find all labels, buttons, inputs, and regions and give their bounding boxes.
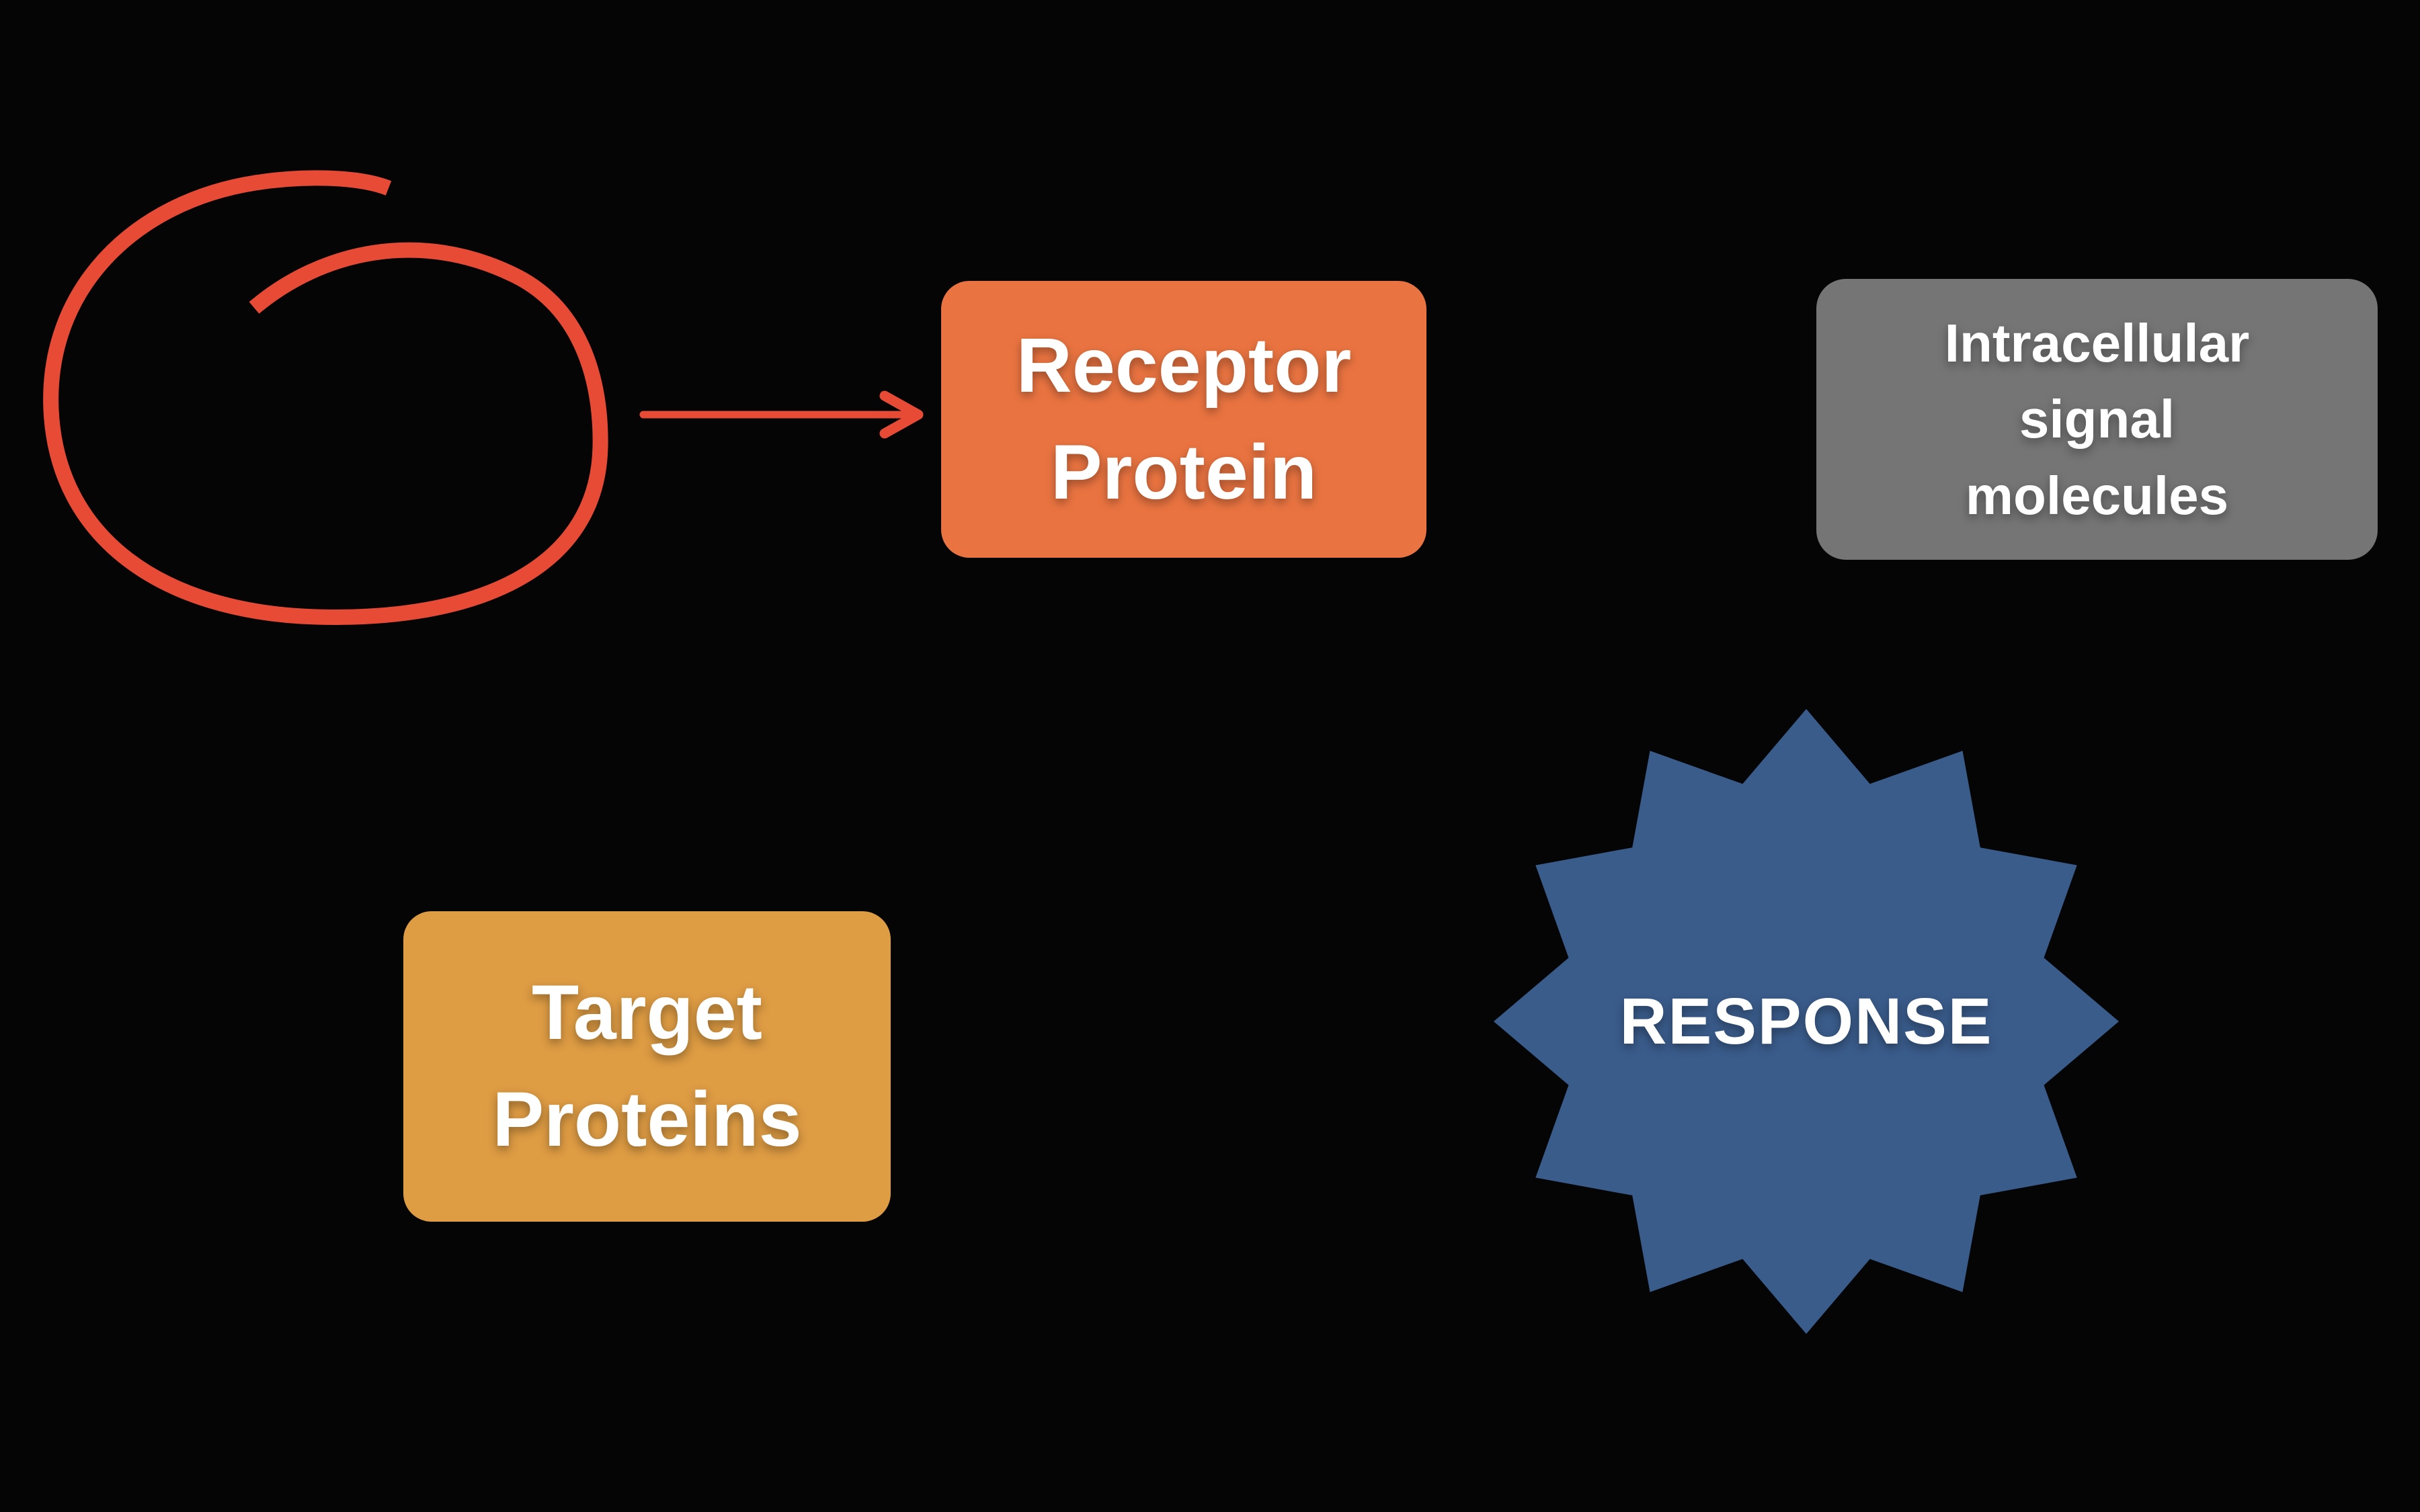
target-proteins-label-line2: Proteins [492,1077,802,1163]
node-receptor-protein: Receptor Protein [941,281,1426,558]
receptor-protein-label-line1: Receptor [1016,323,1352,409]
node-intracellular-signal-molecules: Intracellular signal molecules [1816,279,2378,560]
response-label: RESPONSE [1619,984,1993,1058]
intracellular-label-line1: Intracellular [1944,312,2250,373]
response-starburst-shape [1494,709,2119,1334]
hand-drawn-circle-annotation [43,170,608,625]
receptor-protein-label-line2: Protein [1050,429,1318,515]
node-target-proteins: Target Proteins [403,911,891,1222]
target-proteins-label-line1: Target [532,970,762,1056]
intracellular-label-line2: signal [2019,389,2175,450]
arrow-head-icon [879,390,924,439]
intracellular-label-line3: molecules [1965,465,2229,526]
